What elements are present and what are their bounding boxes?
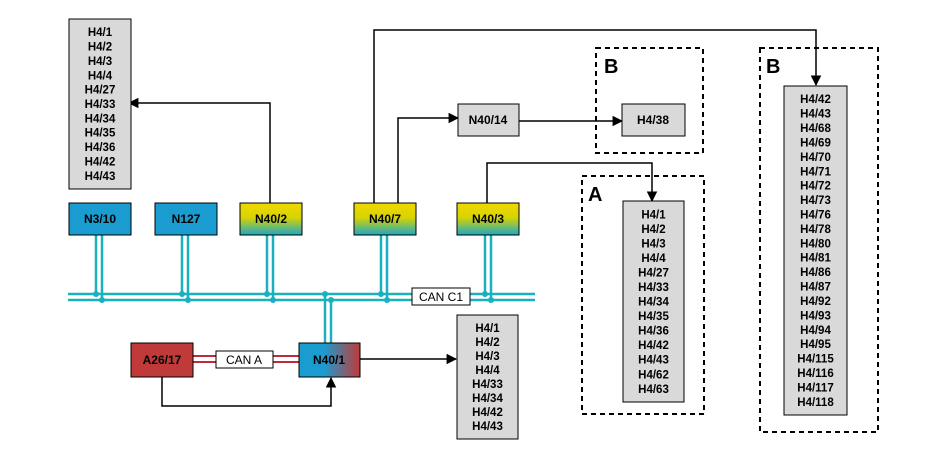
connector-n40-3-to-group-a [486,162,658,203]
list-group-b: H4/42H4/43H4/68H4/69H4/70H4/71H4/72H4/73… [783,85,848,416]
list-item: H4/115 [797,354,834,366]
list-item: H4/72 [800,181,831,193]
list-item: H4/36 [85,142,116,154]
svg-text:N40/2: N40/2 [255,212,287,226]
list-item: H4/117 [797,382,833,394]
list-item: H4/27 [85,85,116,97]
connector-n40-7-to-n40-14 [397,112,460,203]
svg-text:N40/7: N40/7 [369,212,401,226]
node-n127: N127 [154,202,218,236]
list-box [456,314,519,440]
can-c1-junctions [93,291,494,303]
list-item: H4/80 [800,238,831,250]
svg-text:N3/10: N3/10 [84,212,116,226]
group-box-b-large [759,47,879,433]
list-box [68,18,132,190]
list-item: H4/1 [88,27,113,39]
list-box [622,200,685,403]
list-item: H4/33 [472,379,503,391]
list-item: H4/42 [800,94,831,106]
list-item: H4/73 [800,195,831,207]
node-n40-7: N40/7 [353,202,417,236]
list-item: H4/70 [800,152,831,164]
list-item: H4/86 [800,267,831,279]
list-item: H4/34 [638,297,669,309]
group-label-b-small: B [604,56,618,78]
list-item: H4/3 [88,56,112,68]
connector-n40-7-to-group-b [373,29,822,203]
list-item: H4/116 [797,368,833,380]
group-box-b-small [595,47,704,154]
node-a26-17: A26/17 [130,342,194,378]
node-h4-38: H4/38 [621,103,686,137]
list-item: H4/78 [800,224,831,236]
list-item: H4/36 [638,326,669,338]
list-item: H4/43 [800,109,831,121]
svg-text:N40/1: N40/1 [313,353,345,367]
list-item: H4/4 [641,253,666,265]
group-label-b-large: B [766,56,780,78]
list-item: H4/42 [472,407,503,419]
svg-text:H4/38: H4/38 [637,113,669,127]
list-item: H4/43 [85,171,116,183]
list-item: H4/2 [88,42,112,54]
node-n40-3: N40/3 [456,202,520,236]
list-item: H4/2 [641,224,665,236]
svg-text:N40/3: N40/3 [472,212,504,226]
list-item: H4/3 [475,351,499,363]
list-item: H4/69 [800,137,831,149]
list-item: H4/42 [638,340,669,352]
list-item: H4/43 [638,355,669,367]
connector-a26-17-to-n40-1 [161,376,337,407]
list-item: H4/71 [800,166,831,178]
list-item: H4/27 [638,267,669,279]
list-item: H4/4 [475,365,500,377]
node-n40-1: N40/1 [298,342,361,378]
can-c1-label-box [411,287,471,306]
list-item: H4/34 [472,393,503,405]
list-item: H4/34 [85,113,116,125]
list-item: H4/33 [638,282,669,294]
list-item: H4/4 [88,70,113,82]
node-n40-14: N40/14 [457,103,520,137]
list-top-left: H4/1H4/2H4/3H4/4H4/27H4/33H4/34H4/35H4/3… [68,18,132,190]
list-item: H4/63 [638,384,669,396]
svg-text:N40/14: N40/14 [469,113,508,127]
list-item: H4/35 [638,311,669,323]
list-item: H4/68 [800,123,831,135]
list-item: H4/94 [800,325,831,337]
list-item: H4/87 [800,282,831,294]
list-item: H4/62 [638,369,669,381]
list-item: H4/118 [797,397,834,409]
list-group-a: H4/1H4/2H4/3H4/4H4/27H4/33H4/34H4/35H4/3… [622,200,685,403]
can-c1-bus [68,235,535,343]
list-item: H4/1 [641,209,666,221]
list-item: H4/1 [475,323,500,335]
node-n40-2: N40/2 [239,202,303,236]
can-a-label: CAN A [226,353,262,367]
list-item: H4/76 [800,210,831,222]
list-item: H4/95 [800,339,831,351]
list-item: H4/92 [800,296,831,308]
node-n3-10: N3/10 [68,202,132,236]
list-item: H4/33 [85,99,116,111]
svg-text:A26/17: A26/17 [143,353,182,367]
connector-n40-2-to-list [127,97,271,203]
list-item: H4/2 [475,337,499,349]
list-item: H4/3 [641,238,665,250]
list-item: H4/81 [800,253,831,265]
list-item: H4/93 [800,310,831,322]
list-box [783,85,848,416]
svg-text:N127: N127 [172,212,201,226]
list-item: H4/42 [85,156,116,168]
list-item: H4/43 [472,421,503,433]
can-a-label-box [215,350,274,369]
list-item: H4/35 [85,128,116,140]
group-label-a: A [588,184,602,206]
can-c1-label: CAN C1 [419,290,463,304]
